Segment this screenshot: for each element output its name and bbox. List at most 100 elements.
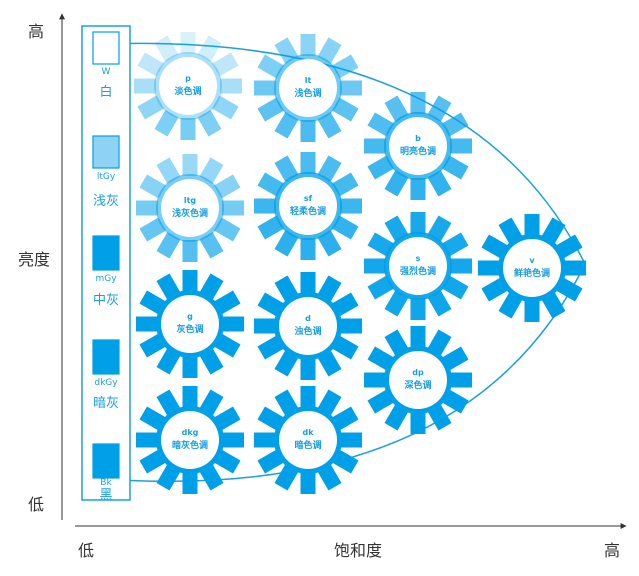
gray-name: 浅灰 xyxy=(93,194,119,209)
tone-petal xyxy=(137,52,165,77)
tone-petal xyxy=(427,329,452,357)
tone-petal xyxy=(257,449,285,474)
tone-petal xyxy=(331,335,359,360)
tone-petal xyxy=(340,432,362,448)
tone-petal xyxy=(199,347,224,375)
tone-code: dk xyxy=(302,428,314,437)
tone-petal xyxy=(211,95,239,120)
tone-petal xyxy=(300,120,316,142)
tone-petal xyxy=(274,155,299,183)
gray-name: 中灰 xyxy=(93,293,119,308)
tone-name: 浅灰色调 xyxy=(172,207,208,219)
tone-petal xyxy=(364,258,386,274)
tone-petal xyxy=(564,260,586,276)
tone-name: 轻柔色调 xyxy=(290,205,326,217)
gray-swatch xyxy=(92,443,120,479)
tone-name: 鲜艳色调 xyxy=(514,267,550,279)
tone-petal xyxy=(300,386,316,408)
tone-petal xyxy=(340,80,362,96)
tone-petal xyxy=(441,232,469,257)
tone-petal xyxy=(317,349,342,377)
tone-petal xyxy=(300,472,316,494)
tone-petal xyxy=(367,155,395,180)
tone-petal xyxy=(136,200,158,216)
tone-petal xyxy=(199,157,224,185)
tone-code: b xyxy=(415,134,421,143)
tone-code: s xyxy=(416,254,421,263)
tone-petal xyxy=(254,318,276,334)
tone-code: lt xyxy=(305,76,312,85)
tone-petal xyxy=(331,172,359,197)
tone-petal xyxy=(257,406,285,431)
tone-petal xyxy=(481,277,509,302)
tone-petal xyxy=(139,333,167,358)
tone-petal xyxy=(384,289,409,317)
tone-petal xyxy=(300,34,316,56)
tone-petal xyxy=(222,200,244,216)
gray-swatch xyxy=(92,339,120,375)
tone-petal xyxy=(182,472,198,494)
tone-petal xyxy=(410,212,426,234)
tone-petal xyxy=(139,406,167,431)
tone-petal xyxy=(274,229,299,257)
tone-petal xyxy=(498,217,523,245)
tone-petal xyxy=(139,449,167,474)
tone-petal xyxy=(197,35,222,63)
gray-item-bk: Bk黑 xyxy=(92,443,120,503)
tone-petal xyxy=(384,403,409,431)
tone-center xyxy=(389,351,447,409)
tone-petal xyxy=(410,412,426,434)
tone-petal xyxy=(213,174,241,199)
tone-petal xyxy=(427,169,452,197)
tone-petal xyxy=(340,318,362,334)
tone-wheel-sf: sf 轻柔色调 xyxy=(254,152,362,260)
tone-petal xyxy=(180,118,196,140)
gray-code: ltGy xyxy=(97,172,116,182)
tone-petal xyxy=(364,138,386,154)
tone-petal xyxy=(478,260,500,276)
tone-petal xyxy=(367,346,395,371)
tone-petal xyxy=(274,389,299,417)
tone-petal xyxy=(541,291,566,319)
tone-petal xyxy=(254,432,276,448)
tone-petal xyxy=(300,358,316,380)
tone-code: g xyxy=(187,312,193,321)
tone-petal xyxy=(156,157,181,185)
tone-petal xyxy=(254,80,276,96)
gray-swatch xyxy=(92,135,120,169)
tone-petal xyxy=(182,270,198,292)
tone-petal xyxy=(384,169,409,197)
tone-petal xyxy=(331,215,359,240)
tone-petal xyxy=(300,272,316,294)
tone-petal xyxy=(555,277,583,302)
tone-petal xyxy=(427,289,452,317)
tone-petal xyxy=(441,155,469,180)
tone-petal xyxy=(427,403,452,431)
tone-name: 浊色调 xyxy=(294,325,321,337)
x-axis-low: 低 xyxy=(78,541,94,560)
tone-center xyxy=(159,57,217,115)
gray-name: 黑 xyxy=(99,488,112,503)
tone-petal xyxy=(213,290,241,315)
tone-wheel-v: v 鲜艳色调 xyxy=(478,214,586,322)
tone-center xyxy=(279,297,337,355)
tone-petal xyxy=(156,389,181,417)
tone-petal xyxy=(317,463,342,491)
tone-petal xyxy=(213,333,241,358)
tone-petal xyxy=(300,238,316,260)
tone-petal xyxy=(331,97,359,122)
tone-petal xyxy=(180,32,196,54)
tone-petal xyxy=(274,111,299,139)
tone-petal xyxy=(182,356,198,378)
tone-code: v xyxy=(529,256,535,265)
tone-code: sf xyxy=(304,194,313,203)
tone-petal xyxy=(450,138,472,154)
gray-swatch xyxy=(92,235,120,271)
